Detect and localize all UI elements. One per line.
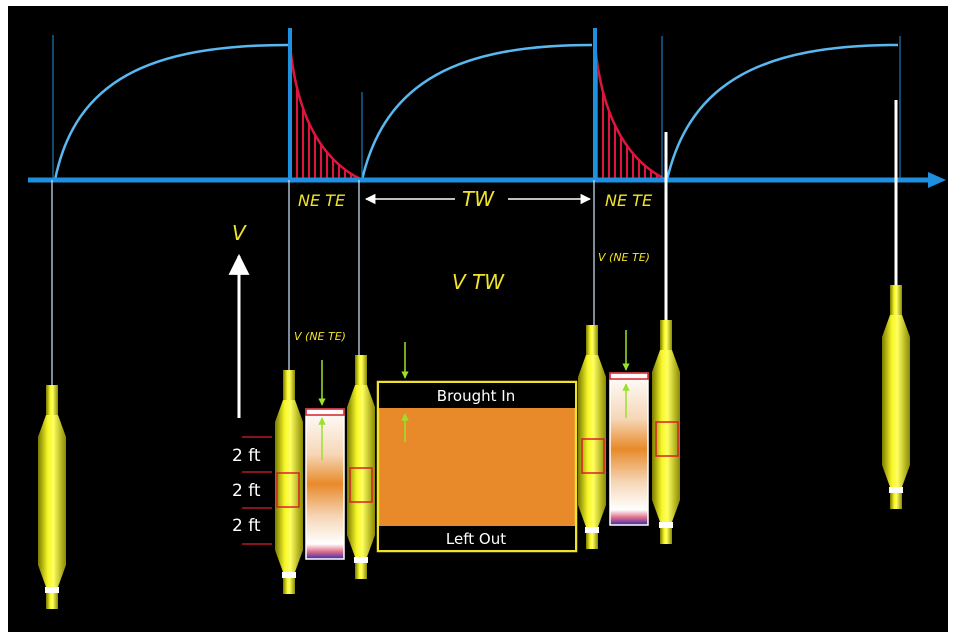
recovery-curve-1 xyxy=(53,43,289,181)
ne-te-label-1: NE TE xyxy=(298,191,346,210)
sensitive-volume-box xyxy=(349,467,373,503)
ne-te-label-2: NE TE xyxy=(605,191,653,210)
velocity-label: V xyxy=(232,221,247,245)
depth-scale xyxy=(242,436,272,545)
depth-label-2: 2 ft xyxy=(232,481,261,501)
sensitive-volume-box xyxy=(655,421,679,457)
recovery-curve-2 xyxy=(360,43,593,181)
v-tw-label: V TW xyxy=(452,270,505,294)
v-ne-te-label-2: V (NE TE) xyxy=(598,251,650,264)
tw-label: TW xyxy=(462,187,495,211)
brought-in-label: Brought In xyxy=(437,387,515,405)
left-out-label: Left Out xyxy=(446,530,506,548)
sensitive-volume-box xyxy=(276,472,300,508)
formation-column-1 xyxy=(305,408,345,560)
depth-label-1: 2 ft xyxy=(232,446,261,466)
volume-box xyxy=(376,380,578,553)
arrow-right-icon xyxy=(928,172,946,188)
decay-area-1 xyxy=(288,44,363,182)
recovery-curve-3 xyxy=(665,43,899,181)
sensitive-volume-box xyxy=(581,438,605,474)
depth-label-3: 2 ft xyxy=(232,516,261,536)
v-ne-te-label-1: V (NE TE) xyxy=(294,330,346,343)
decay-area-2 xyxy=(593,44,668,182)
formation-column-2 xyxy=(609,372,649,526)
